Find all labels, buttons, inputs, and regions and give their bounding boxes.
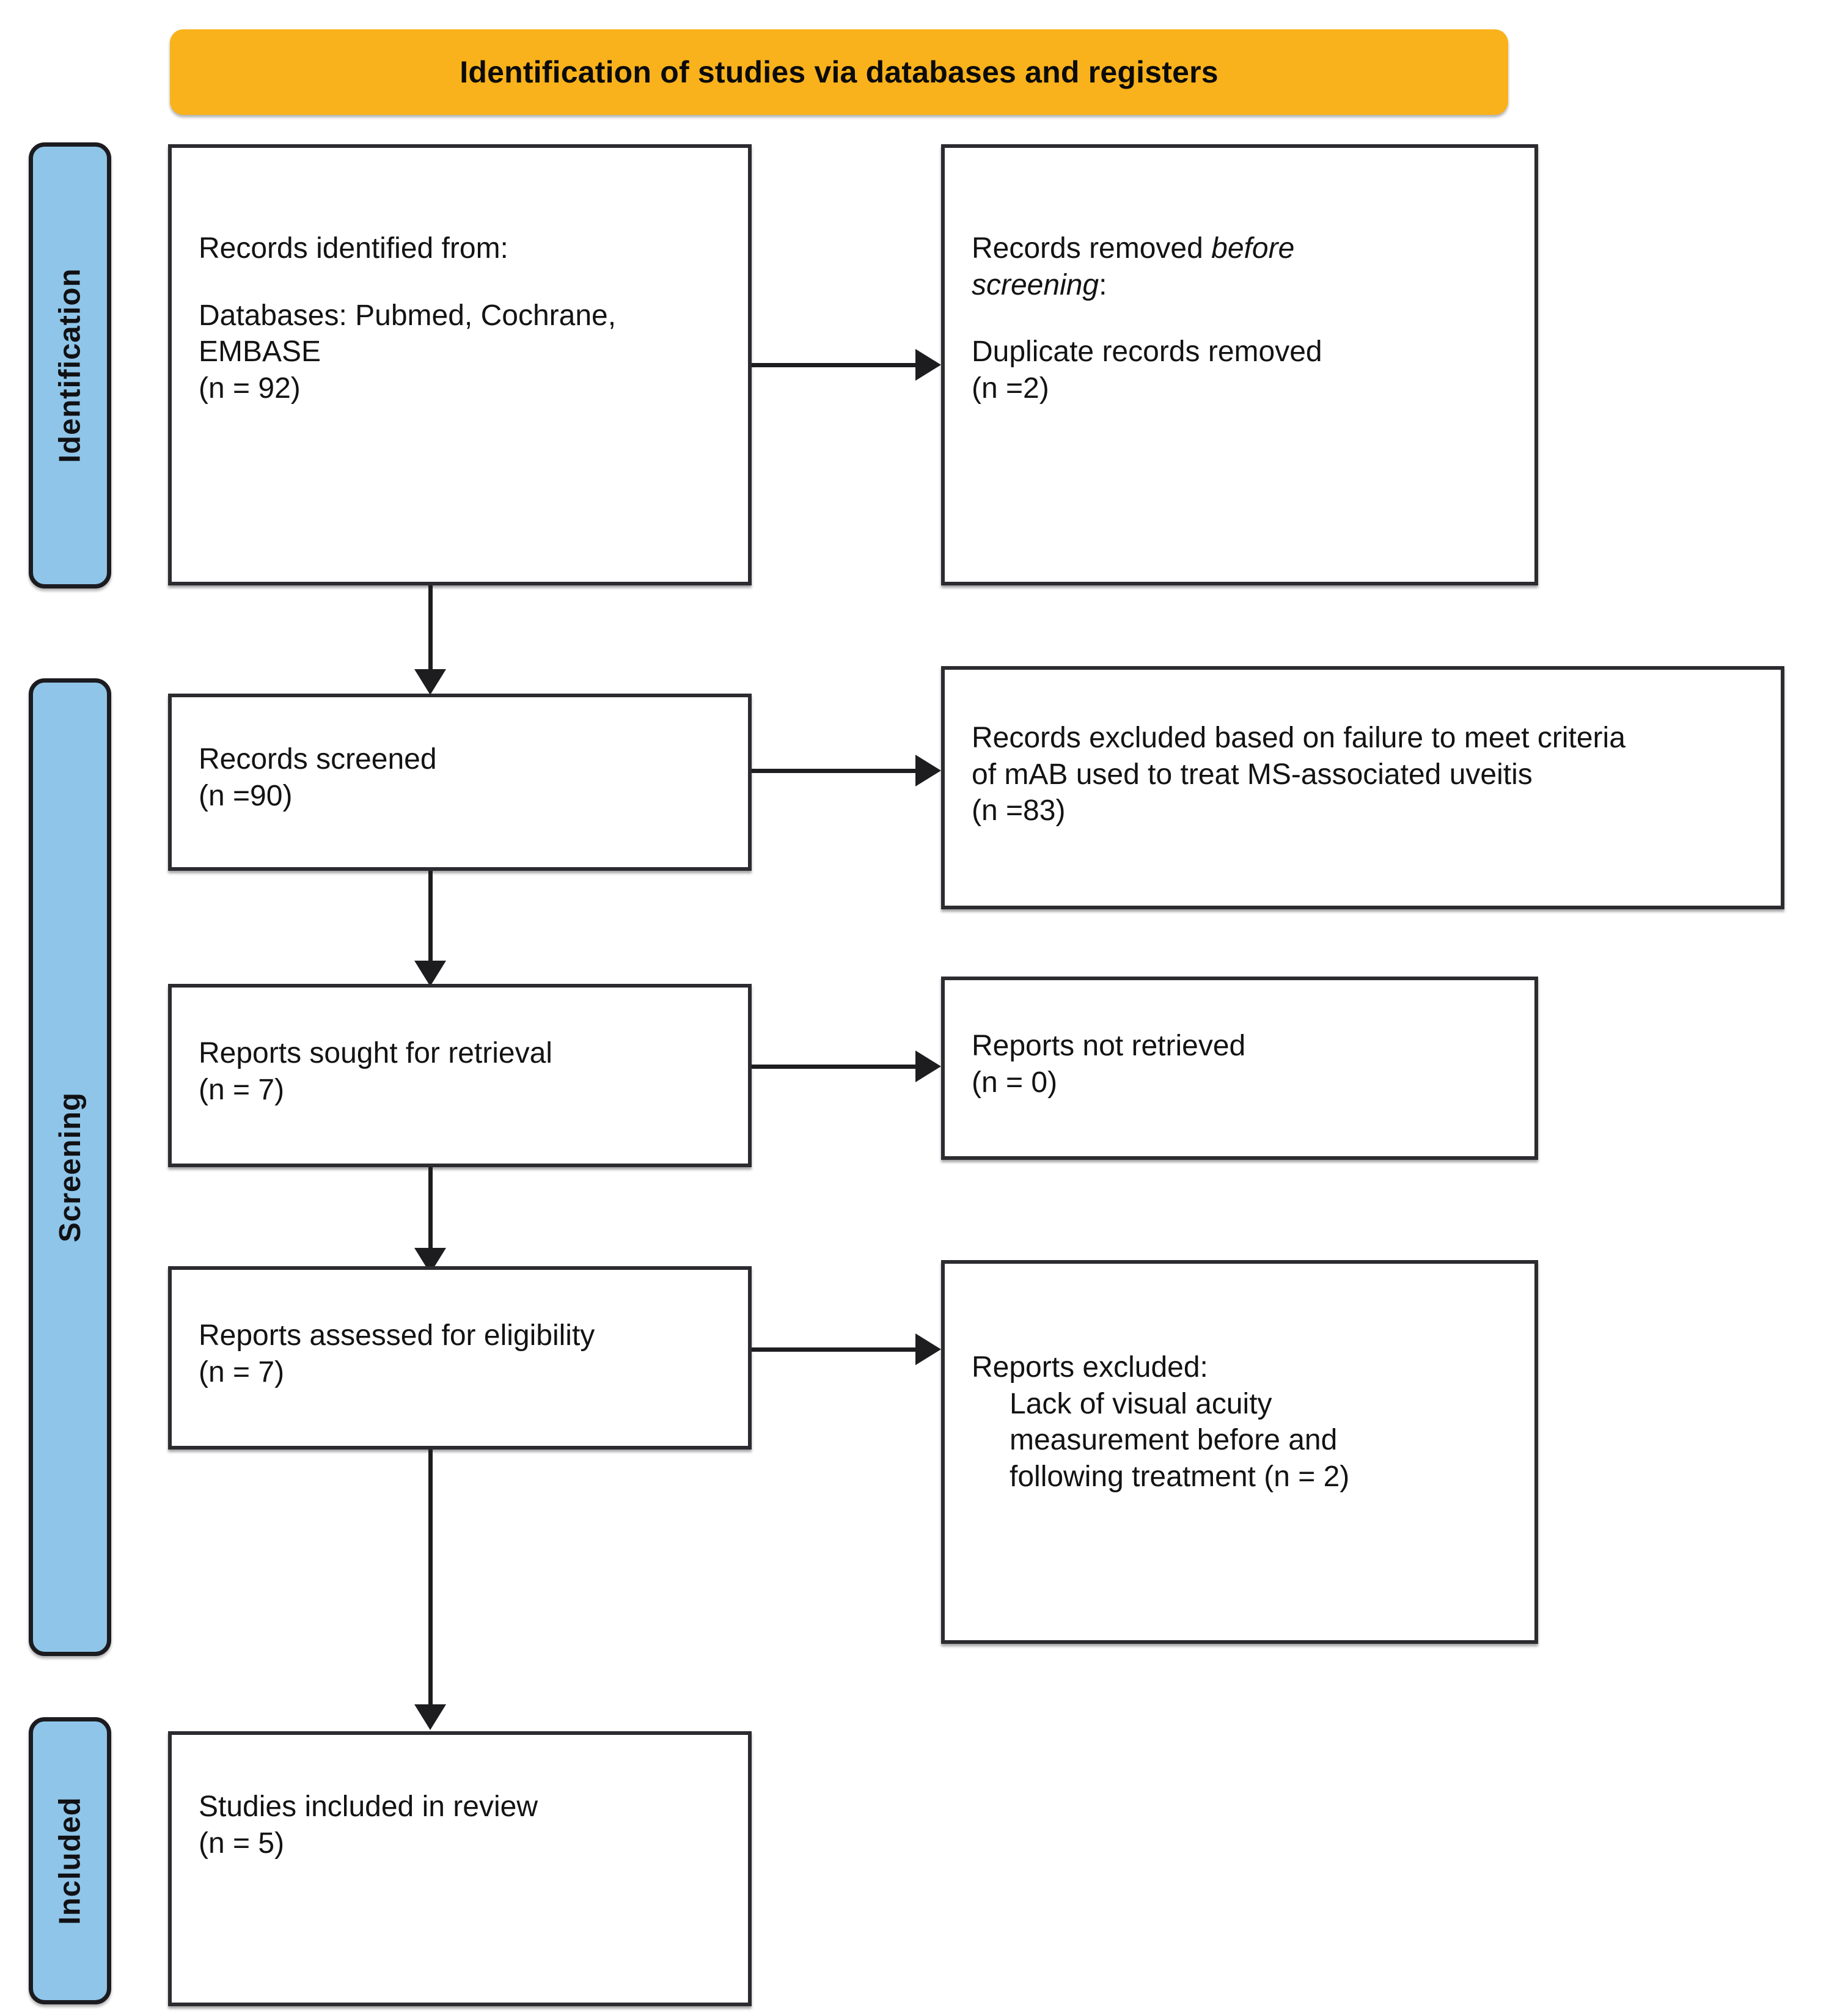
records-screened-line1: Records screened <box>199 743 437 775</box>
studies-included-line1: Studies included in review <box>199 1791 538 1823</box>
connector-screened-to-excluded-arrow <box>915 755 941 786</box>
connector-identified-to-removed-line <box>752 363 918 367</box>
box-studies-included-review: Studies included in review (n = 5) <box>168 1731 752 2006</box>
banner-title: Identification of studies via databases … <box>460 55 1219 89</box>
box-records-screened-content: Records screened (n =90) <box>199 741 732 814</box>
connector-identified-to-removed-arrow <box>915 349 941 381</box>
records-removed-line1-plain: Records removed <box>972 232 1212 265</box>
reports-sought-line1: Reports sought for retrieval <box>199 1037 552 1069</box>
connector-assessed-to-included-arrow <box>414 1704 446 1730</box>
connector-screened-to-sought-line <box>428 871 433 966</box>
box-records-excluded: Records excluded based on failure to mee… <box>941 666 1784 909</box>
records-removed-line1-emph: before <box>1211 232 1295 265</box>
stage-label-included-text: Included <box>53 1797 87 1925</box>
box-records-removed-content: Records removed before screening: Duplic… <box>972 230 1519 406</box>
records-identified-line3: EMBASE <box>199 335 321 368</box>
box-records-identified: Records identified from: Databases: Pubm… <box>168 144 752 585</box>
stage-label-identification-text: Identification <box>53 268 87 463</box>
connector-identified-to-screened-arrow <box>414 669 446 695</box>
box-reports-not-retrieved: Reports not retrieved (n = 0) <box>941 977 1538 1160</box>
box-records-excluded-content: Records excluded based on failure to mee… <box>972 720 1765 829</box>
records-removed-line3: Duplicate records removed <box>972 335 1322 368</box>
stage-label-screening: Screening <box>29 678 111 1656</box>
records-removed-line4: (n =2) <box>972 372 1049 405</box>
box-reports-assessed-content: Reports assessed for eligibility (n = 7) <box>199 1318 732 1390</box>
reports-excluded-line3: measurement before and <box>1010 1424 1338 1457</box>
stage-label-included: Included <box>29 1717 111 2004</box>
records-excluded-line1: Records excluded based on failure to mee… <box>972 722 1626 754</box>
box-reports-sought-retrieval: Reports sought for retrieval (n = 7) <box>168 984 752 1167</box>
reports-not-retrieved-line1: Reports not retrieved <box>972 1030 1246 1062</box>
records-removed-line2: screening: <box>972 267 1519 304</box>
box-records-removed-before-screening: Records removed before screening: Duplic… <box>941 144 1538 585</box>
stage-label-identification: Identification <box>29 142 111 588</box>
box-reports-sought-content: Reports sought for retrieval (n = 7) <box>199 1035 732 1108</box>
connector-assessed-to-excluded-line <box>752 1347 918 1352</box>
box-reports-excluded-content: Reports excluded: Lack of visual acuity … <box>972 1349 1519 1495</box>
reports-excluded-line4: following treatment (n = 2) <box>1010 1460 1350 1493</box>
diagram-header-banner: Identification of studies via databases … <box>170 29 1508 115</box>
connector-assessed-to-excluded-arrow <box>915 1333 941 1365</box>
records-excluded-line2: of mAB used to treat MS-associated uveit… <box>972 758 1533 791</box>
stage-label-screening-text: Screening <box>53 1092 87 1242</box>
connector-screened-to-excluded-line <box>752 769 918 773</box>
box-records-identified-content: Records identified from: Databases: Pubm… <box>199 230 732 406</box>
box-studies-included-content: Studies included in review (n = 5) <box>199 1789 732 1861</box>
records-screened-line2: (n =90) <box>199 779 293 812</box>
records-identified-line1: Records identified from: <box>199 232 508 265</box>
connector-assessed-to-included-line <box>428 1450 433 1709</box>
reports-not-retrieved-line2: (n = 0) <box>972 1066 1058 1099</box>
reports-assessed-line1: Reports assessed for eligibility <box>199 1319 595 1352</box>
studies-included-line2: (n = 5) <box>199 1827 285 1860</box>
records-identified-line2: Databases: Pubmed, Cochrane, <box>199 299 617 332</box>
records-excluded-line3: (n =83) <box>972 794 1066 827</box>
connector-screened-to-sought-arrow <box>414 961 446 986</box>
connector-identified-to-screened-line <box>428 585 433 674</box>
box-reports-not-retrieved-content: Reports not retrieved (n = 0) <box>972 1028 1519 1101</box>
reports-excluded-line2: Lack of visual acuity <box>1010 1387 1272 1420</box>
box-reports-excluded: Reports excluded: Lack of visual acuity … <box>941 1260 1538 1644</box>
records-removed-line2-emph: screening <box>972 268 1099 301</box>
records-identified-line4: (n = 92) <box>199 372 301 405</box>
reports-excluded-line1: Reports excluded: <box>972 1351 1208 1384</box>
records-removed-line1: Records removed before <box>972 230 1519 267</box>
reports-sought-line2: (n = 7) <box>199 1073 285 1106</box>
connector-sought-to-not-retrieved-line <box>752 1065 918 1069</box>
connector-sought-to-not-retrieved-arrow <box>915 1050 941 1082</box>
box-records-screened: Records screened (n =90) <box>168 694 752 871</box>
reports-assessed-line2: (n = 7) <box>199 1355 285 1388</box>
connector-sought-to-assessed-line <box>428 1167 433 1253</box>
records-removed-line2-colon: : <box>1099 268 1107 301</box>
box-reports-assessed-eligibility: Reports assessed for eligibility (n = 7) <box>168 1266 752 1450</box>
